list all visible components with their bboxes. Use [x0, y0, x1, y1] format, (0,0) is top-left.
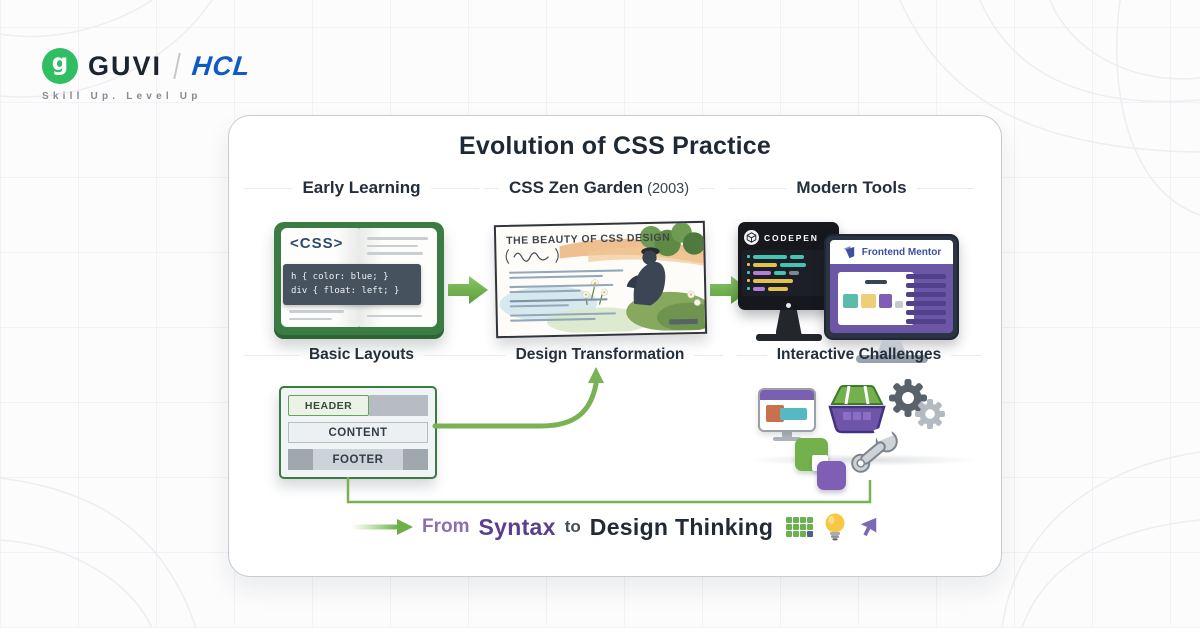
caption-design-transformation: Design Transformation: [477, 346, 723, 364]
infographic-card: Evolution of CSS Practice Early Learning…: [228, 115, 1002, 577]
layout-diagram: HEADER CONTENT FOOTER: [279, 386, 437, 479]
sidebar-lines: [906, 274, 946, 328]
bracket-line: [346, 477, 872, 504]
frontend-mentor-monitor: Frontend Mentor: [824, 234, 959, 363]
gears-icon: [889, 379, 945, 429]
monitor-stand: [775, 310, 802, 334]
code-editor: [742, 250, 835, 296]
page-title: Evolution of CSS Practice: [458, 132, 771, 160]
frontend-mentor-label: Frontend Mentor: [861, 246, 942, 258]
curved-arrow-icon: [432, 367, 604, 429]
guvi-logo-icon: g: [42, 48, 78, 84]
hcl-wordmark: HCL: [190, 50, 253, 81]
grid-icon: [786, 517, 813, 537]
css-code-snippet: h { color: blue; } div { float: left; }: [283, 264, 421, 305]
wrench-icon: [851, 424, 898, 473]
css-book-illustration: <CSS> h { color: blue; } div { float: le…: [274, 222, 444, 339]
codepen-monitor: CODEPEN: [738, 222, 839, 341]
caption-basic-layouts: Basic Layouts: [244, 346, 479, 364]
frontend-mentor-icon: [843, 245, 854, 258]
brand-divider: [173, 53, 181, 79]
zen-garden-artwork: [499, 222, 706, 335]
codepen-label: CODEPEN: [764, 232, 819, 243]
lightbulb-icon: [825, 513, 845, 541]
guvi-wordmark: GUVI: [88, 50, 163, 81]
codepen-icon: [744, 230, 759, 245]
content-box: CONTENT: [288, 422, 428, 443]
overlap-squares-icon: [795, 438, 853, 494]
css-tag-label: <CSS>: [290, 235, 344, 252]
zen-garden-panel: THE BEAUTY OF CSS DESIGN: [493, 220, 708, 339]
caption-interactive-challenges: Interactive Challenges: [737, 346, 981, 364]
monitor-camera-dot: [786, 303, 791, 308]
footer-box: FOOTER: [313, 449, 403, 470]
summary-phrase: From Syntax to Design Thinking: [229, 510, 1001, 544]
phrase-to: to: [564, 517, 581, 536]
column-heading-zen-garden: CSS Zen Garden(2003): [484, 178, 714, 198]
phrase-design-thinking: Design Thinking: [589, 513, 774, 540]
window-icon: [758, 388, 816, 441]
phrase-from: From: [422, 516, 470, 537]
column-heading-modern-tools: Modern Tools: [729, 178, 974, 198]
phrase-syntax: Syntax: [478, 513, 556, 540]
cursor-icon: [860, 517, 877, 537]
fade-arrow-icon: [351, 519, 414, 535]
column-heading-early-learning: Early Learning: [244, 178, 479, 198]
basket-layout-icon: [828, 385, 886, 434]
brand-tagline: Skill Up. Level Up: [42, 91, 202, 102]
header-box: HEADER: [288, 395, 370, 416]
arrow-right-icon: [448, 276, 488, 304]
brand-header: g GUVI HCL Skill Up. Level Up: [42, 48, 253, 102]
challenge-card: [838, 272, 914, 325]
